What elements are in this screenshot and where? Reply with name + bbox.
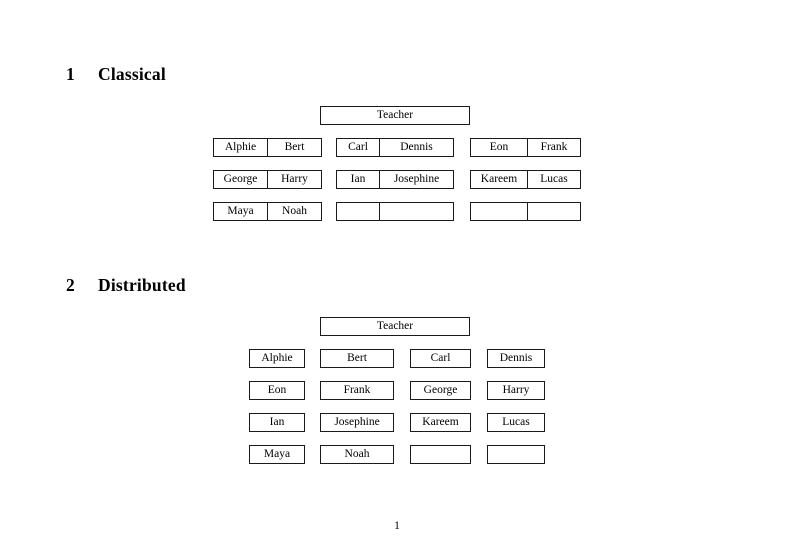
distributed-cell: Harry <box>487 381 545 400</box>
classical-cell: Dennis <box>380 138 454 157</box>
classical-cell-empty <box>336 202 380 221</box>
classical-pair-row-empty <box>336 202 454 221</box>
distributed-cell: Maya <box>249 445 305 464</box>
classical-cell-empty <box>380 202 454 221</box>
distributed-cell: Noah <box>320 445 394 464</box>
classical-cell: Frank <box>528 138 581 157</box>
classical-pair-row: Eon Frank <box>470 138 581 157</box>
classical-cell: Maya <box>213 202 268 221</box>
classical-cell-empty <box>528 202 581 221</box>
classical-pair-row: Carl Dennis <box>336 138 454 157</box>
distributed-cell: Frank <box>320 381 394 400</box>
section-number: 2 <box>66 275 75 295</box>
classical-pair-row: Alphie Bert <box>213 138 322 157</box>
distributed-cell: Bert <box>320 349 394 368</box>
classical-cell: Alphie <box>213 138 268 157</box>
classical-teacher-box: Teacher <box>320 106 470 125</box>
classical-cell: George <box>213 170 268 189</box>
classical-pair-row: Kareem Lucas <box>470 170 581 189</box>
classical-cell: Harry <box>268 170 322 189</box>
distributed-cell: George <box>410 381 471 400</box>
distributed-cell: Lucas <box>487 413 545 432</box>
distributed-cell: Carl <box>410 349 471 368</box>
classical-pair-row: George Harry <box>213 170 322 189</box>
classical-cell: Bert <box>268 138 322 157</box>
classical-cell: Carl <box>336 138 380 157</box>
distributed-cell: Ian <box>249 413 305 432</box>
section-heading-classical: 1 Classical <box>66 64 166 85</box>
section-title: Distributed <box>98 275 186 295</box>
distributed-cell: Alphie <box>249 349 305 368</box>
distributed-teacher-box: Teacher <box>320 317 470 336</box>
classical-cell: Eon <box>470 138 528 157</box>
distributed-cell: Kareem <box>410 413 471 432</box>
classical-pair-row: Maya Noah <box>213 202 322 221</box>
section-title: Classical <box>98 64 166 84</box>
classical-cell: Ian <box>336 170 380 189</box>
distributed-cell-empty <box>487 445 545 464</box>
classical-cell: Josephine <box>380 170 454 189</box>
classical-pair-row: Ian Josephine <box>336 170 454 189</box>
distributed-cell: Josephine <box>320 413 394 432</box>
distributed-cell: Dennis <box>487 349 545 368</box>
distributed-cell: Eon <box>249 381 305 400</box>
classical-cell: Noah <box>268 202 322 221</box>
classical-cell-empty <box>470 202 528 221</box>
distributed-cell-empty <box>410 445 471 464</box>
classical-cell: Kareem <box>470 170 528 189</box>
classical-cell: Lucas <box>528 170 581 189</box>
section-heading-distributed: 2 Distributed <box>66 275 186 296</box>
page-number: 1 <box>394 520 400 532</box>
section-number: 1 <box>66 64 75 84</box>
classical-pair-row-empty <box>470 202 581 221</box>
